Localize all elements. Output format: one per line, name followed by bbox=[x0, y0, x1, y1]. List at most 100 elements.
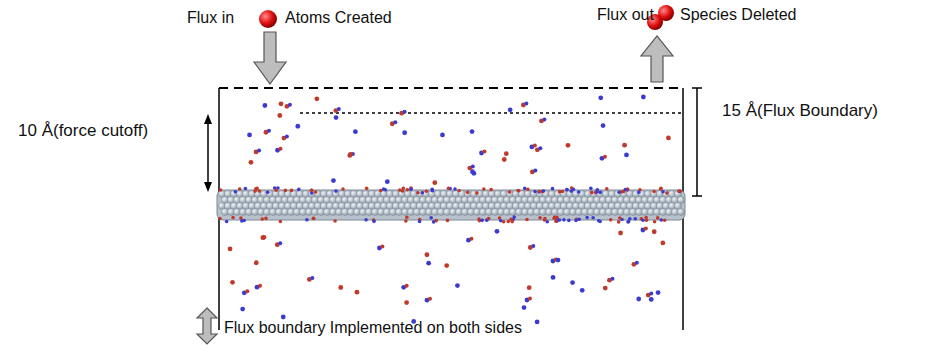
species bbox=[641, 95, 646, 100]
species bbox=[622, 143, 627, 148]
species bbox=[275, 147, 282, 153]
surface-species bbox=[480, 219, 484, 223]
surface-species bbox=[628, 217, 632, 221]
species bbox=[249, 160, 254, 165]
atom bbox=[502, 157, 507, 162]
species bbox=[281, 315, 286, 320]
atom bbox=[338, 285, 343, 290]
atom bbox=[538, 146, 542, 150]
atom bbox=[230, 280, 235, 285]
surface-species bbox=[421, 191, 425, 195]
flux-out-arrow bbox=[641, 36, 673, 82]
species-deleted-label: Species Deleted bbox=[680, 6, 797, 24]
species bbox=[264, 129, 271, 135]
species bbox=[385, 179, 390, 184]
surface-species bbox=[487, 217, 491, 221]
species bbox=[600, 155, 607, 161]
atom bbox=[331, 178, 336, 183]
species bbox=[254, 148, 261, 154]
species bbox=[331, 178, 336, 183]
surface-species bbox=[334, 189, 338, 193]
atom bbox=[334, 115, 339, 120]
atom bbox=[424, 252, 429, 257]
surface-species bbox=[240, 219, 244, 223]
force-cutoff-line bbox=[300, 112, 683, 114]
dimension-tick bbox=[692, 195, 702, 197]
species bbox=[247, 133, 252, 138]
species bbox=[455, 283, 460, 288]
atom bbox=[535, 319, 540, 324]
atom bbox=[570, 280, 575, 285]
species bbox=[307, 276, 314, 282]
atom bbox=[524, 101, 528, 105]
surface-species bbox=[446, 219, 450, 223]
surface-species bbox=[279, 220, 283, 224]
species bbox=[390, 120, 397, 126]
atom bbox=[580, 288, 585, 293]
species bbox=[646, 292, 653, 298]
species bbox=[355, 290, 360, 295]
atom bbox=[254, 260, 259, 265]
species bbox=[529, 143, 536, 149]
species bbox=[527, 285, 532, 290]
surface-species bbox=[404, 219, 408, 223]
surface-species bbox=[482, 187, 486, 191]
surface-species bbox=[677, 189, 681, 193]
species bbox=[666, 136, 671, 141]
species bbox=[504, 151, 509, 156]
surface-species bbox=[290, 189, 294, 193]
surface-species bbox=[219, 188, 223, 192]
atom bbox=[258, 284, 262, 288]
surface-species bbox=[333, 219, 337, 223]
species bbox=[539, 117, 546, 123]
surface-species bbox=[310, 189, 314, 193]
atom bbox=[531, 244, 535, 248]
surface-species bbox=[231, 216, 235, 220]
atom bbox=[428, 297, 432, 301]
species bbox=[333, 107, 340, 113]
surface-species bbox=[659, 218, 663, 222]
atom bbox=[402, 130, 407, 135]
atom bbox=[644, 226, 648, 230]
species bbox=[649, 297, 654, 302]
surface-species bbox=[626, 220, 630, 224]
surface-species bbox=[312, 216, 316, 220]
surface-species bbox=[264, 217, 268, 221]
surface-species bbox=[429, 216, 433, 220]
material-slab bbox=[217, 186, 685, 224]
surface-species bbox=[537, 190, 541, 194]
atom bbox=[610, 277, 614, 281]
atom bbox=[380, 245, 384, 249]
atom bbox=[652, 229, 657, 234]
atom bbox=[440, 132, 445, 137]
atom bbox=[471, 165, 475, 169]
surface-species bbox=[475, 191, 479, 195]
atom bbox=[262, 235, 267, 240]
atom bbox=[279, 147, 283, 151]
atom bbox=[533, 168, 537, 172]
species bbox=[353, 129, 358, 134]
surface-species bbox=[591, 216, 595, 220]
surface-species bbox=[284, 189, 288, 193]
surface-species bbox=[266, 190, 270, 194]
species bbox=[508, 107, 513, 112]
species bbox=[275, 241, 282, 247]
dimension-tick bbox=[692, 87, 702, 89]
species bbox=[603, 286, 608, 291]
dimension-arrow bbox=[207, 120, 209, 186]
species bbox=[535, 319, 540, 324]
species bbox=[570, 280, 575, 285]
surface-species bbox=[312, 217, 316, 221]
surface-species bbox=[659, 187, 663, 191]
surface-species bbox=[260, 217, 264, 221]
surface-species bbox=[533, 190, 537, 194]
surface-species bbox=[405, 215, 409, 219]
atom bbox=[247, 133, 252, 138]
atom bbox=[353, 129, 358, 134]
flux-boundary-line bbox=[219, 87, 683, 89]
atom bbox=[310, 276, 314, 280]
surface-species bbox=[432, 220, 436, 224]
atom bbox=[385, 179, 390, 184]
atom bbox=[295, 124, 300, 129]
